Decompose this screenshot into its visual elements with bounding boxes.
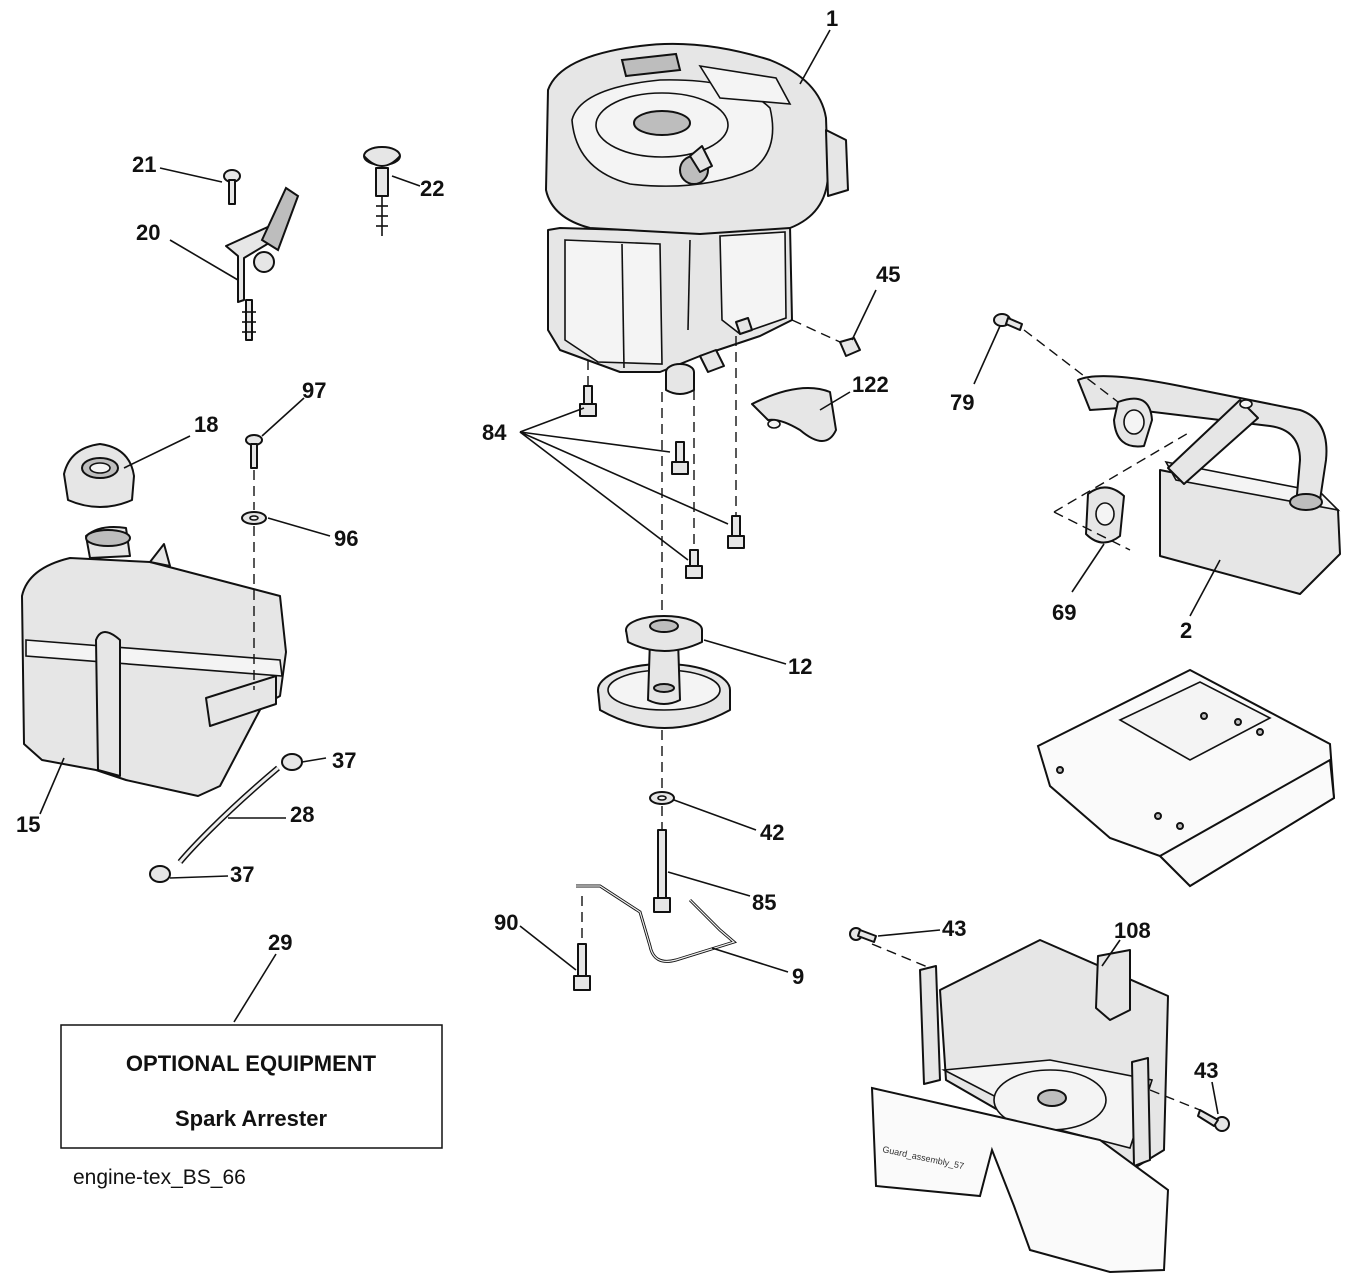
callout-22: 22 bbox=[420, 176, 444, 201]
engine-assembly bbox=[545, 42, 849, 395]
callout-9: 9 bbox=[792, 964, 804, 989]
callout-15: 15 bbox=[16, 812, 40, 837]
diagram-id: engine-tex_BS_66 bbox=[73, 1166, 246, 1189]
callout-numbers: 1 21 22 20 45 79 122 97 18 84 96 69 2 12… bbox=[16, 6, 1218, 1083]
callout-37-lower: 37 bbox=[230, 862, 254, 887]
leader-lines bbox=[39, 29, 1221, 1115]
exhaust-gasket-upper bbox=[1113, 397, 1153, 448]
callout-43-lower: 43 bbox=[1194, 1058, 1218, 1083]
callout-42: 42 bbox=[760, 820, 784, 845]
tank-washer bbox=[241, 511, 267, 525]
callout-85: 85 bbox=[752, 890, 776, 915]
hose-clamp-upper bbox=[281, 753, 303, 771]
callout-1: 1 bbox=[826, 6, 838, 31]
tank-bolt bbox=[245, 434, 263, 469]
throttle-control bbox=[223, 169, 300, 341]
pulley-washer bbox=[649, 791, 675, 805]
callout-122: 122 bbox=[852, 372, 889, 397]
callout-90: 90 bbox=[494, 910, 518, 935]
muffler-bolt bbox=[993, 313, 1023, 331]
engine-mount-bolts bbox=[579, 385, 745, 579]
callout-43-upper: 43 bbox=[942, 916, 966, 941]
callout-108: 108 bbox=[1114, 918, 1151, 943]
optional-equipment-box: OPTIONAL EQUIPMENT Spark Arrester bbox=[60, 1024, 443, 1149]
callout-79: 79 bbox=[950, 390, 974, 415]
callout-96: 96 bbox=[334, 526, 358, 551]
callout-2: 2 bbox=[1180, 618, 1192, 643]
callout-29: 29 bbox=[268, 930, 292, 955]
fuel-tank bbox=[21, 526, 287, 797]
guard-assembly: Guard_assembly_57 bbox=[870, 939, 1170, 1274]
exhaust-gasket bbox=[1085, 486, 1125, 544]
belt-guide bbox=[576, 884, 738, 963]
callout-12: 12 bbox=[788, 654, 812, 679]
fuel-cap bbox=[63, 443, 135, 508]
guard-bolt-right bbox=[1197, 1109, 1230, 1132]
optional-equipment-title: OPTIONAL EQUIPMENT bbox=[126, 1051, 377, 1076]
callout-21: 21 bbox=[132, 152, 156, 177]
callout-45: 45 bbox=[876, 262, 900, 287]
callout-84: 84 bbox=[482, 420, 507, 445]
guard-bolt-left bbox=[849, 927, 877, 943]
deflector bbox=[751, 387, 837, 442]
pulley-bolt bbox=[653, 829, 671, 913]
callout-37-upper: 37 bbox=[332, 748, 356, 773]
callout-97: 97 bbox=[302, 378, 326, 403]
callout-69: 69 bbox=[1052, 600, 1076, 625]
callout-18: 18 bbox=[194, 412, 218, 437]
hex-nut bbox=[839, 337, 861, 357]
hose-clamp-lower bbox=[149, 865, 171, 883]
choke-knob bbox=[363, 146, 401, 236]
guide-bolt bbox=[573, 943, 591, 991]
engine-mount-plate bbox=[1036, 668, 1336, 888]
spark-arrester-label: Spark Arrester bbox=[175, 1106, 327, 1131]
engine-pulley bbox=[597, 615, 731, 729]
callout-28: 28 bbox=[290, 802, 314, 827]
callout-20: 20 bbox=[136, 220, 160, 245]
